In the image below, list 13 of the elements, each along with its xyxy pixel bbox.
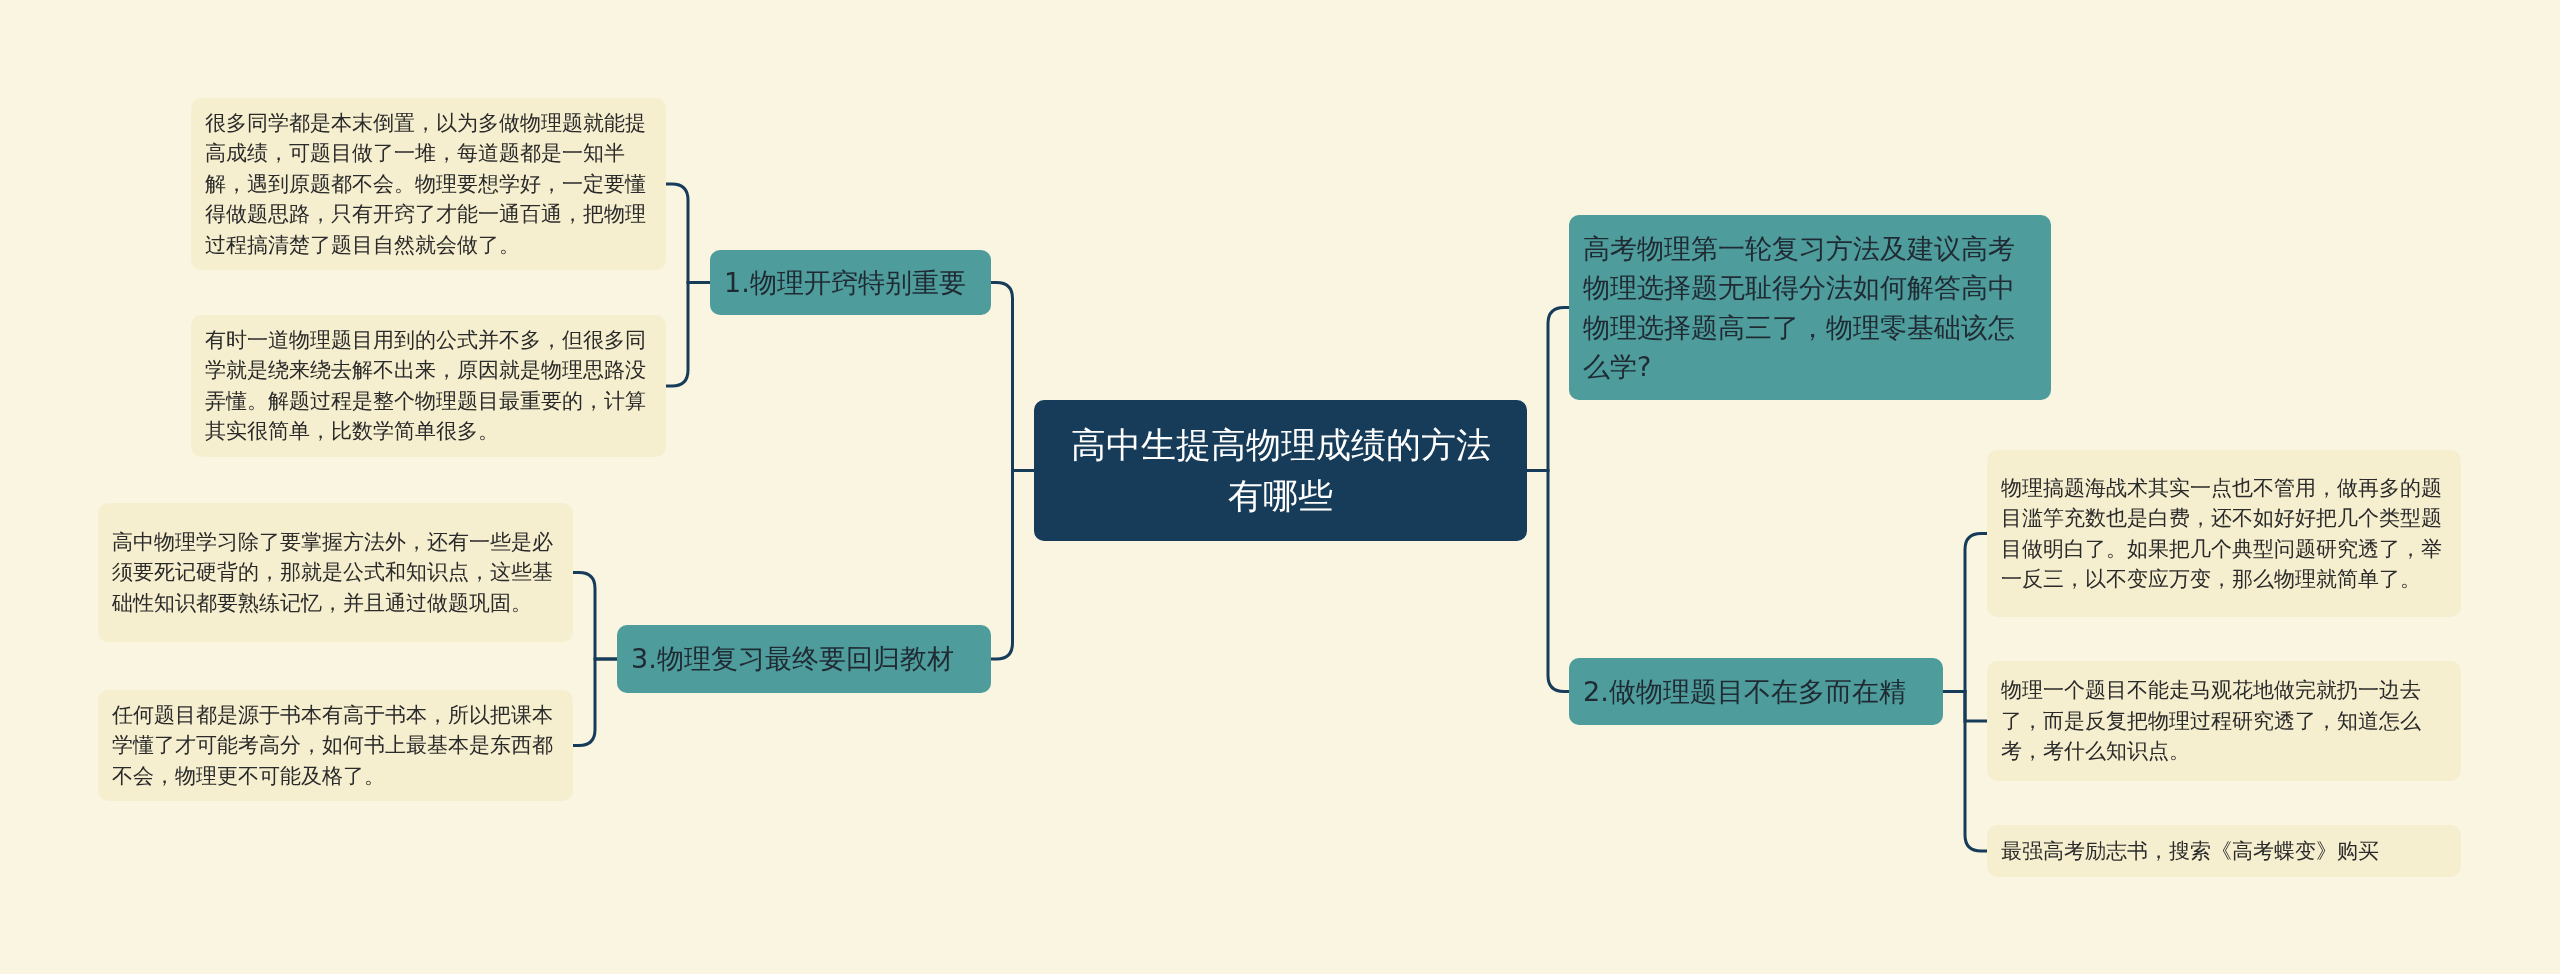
text-card: 高中物理学习除了要掌握方法外，还有一些是必须要死记硬背的，那就是公式和知识点，这些基础性知识都要熟练记忆，并且通过做题巩固。 [98,503,573,642]
connector-line [1527,469,1569,693]
text-card: 物理搞题海战术其实一点也不管用，做再多的题目滥竽充数也是白费，还不如好好把几个类型题目做明白了。如果把几个典型问题研究透了，举一反三，以不变应万变，那么物理就简单了。 [1987,450,2461,617]
central-topic-box: 高中生提高物理成绩的方法有哪些 [1034,400,1527,541]
topic-box: 2.做物理题目不在多而在精 [1569,658,1943,725]
text-card: 物理一个题目不能走马观花地做完就扔一边去了，而是反复把物理过程研究透了，知道怎么考，考什么知识点。 [1987,661,2461,781]
topic-box: 1.物理开窍特别重要 [710,250,991,315]
text-card: 任何题目都是源于书本有高于书本，所以把课本学懂了才可能考高分，如何书上最基本是东西都不会，物理更不可能及格了。 [98,690,573,802]
topic-box: 高考物理第一轮复习方法及建议高考物理选择题无耻得分法如何解答高中物理选择题高三了，物理零基础该怎么学? [1569,215,2051,400]
topic-box: 3.物理复习最终要回归教材 [617,625,991,693]
text-card: 最强高考励志书，搜索《高考蝶变》购买 [1987,825,2461,877]
text-card: 有时一道物理题目用到的公式并不多，但很多同学就是绕来绕去解不出来，原因就是物理思路没弄懂。解题过程是整个物理题目最重要的，计算其实很简单，比数学简单很多。 [191,315,666,457]
text-card: 很多同学都是本末倒置，以为多做物理题就能提高成绩，可题目做了一堆，每道题都是一知半解，遇到原题都不会。物理要想学好，一定要懂得做题思路，只有开窍了才能一通百通，把物理过程搞清楚了题目自然就会做了。 [191,98,666,271]
